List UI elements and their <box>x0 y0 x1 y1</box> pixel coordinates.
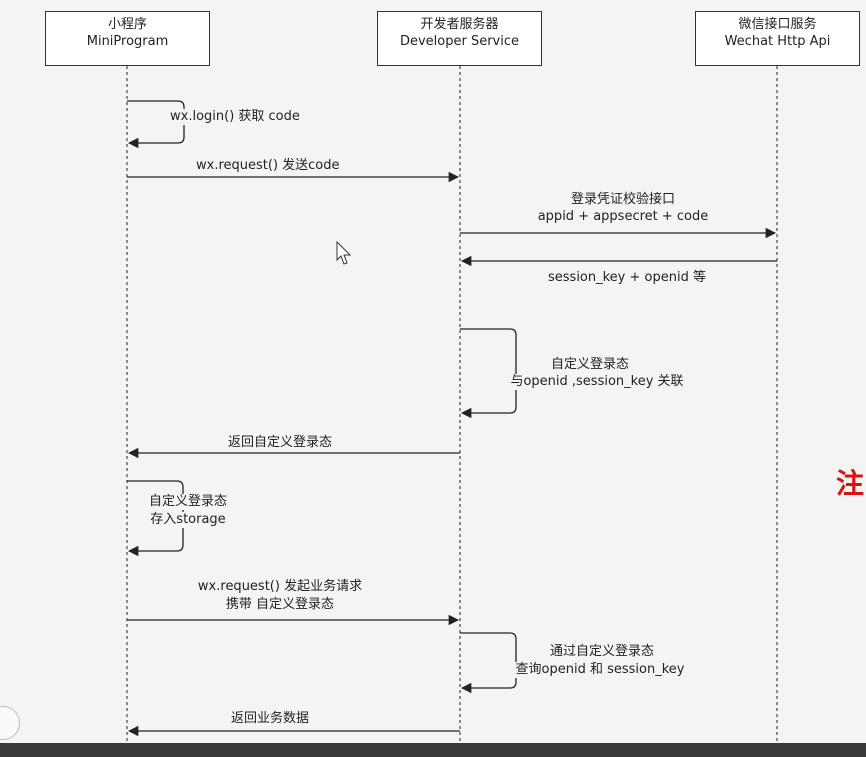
actor-wechat-subtitle: Wechat Http Api <box>724 34 831 49</box>
label-store-line2: 存入storage <box>138 512 238 528</box>
label-return-biz: 返回业务数据 <box>230 711 309 726</box>
label-request-code: wx.request() 发送code <box>196 158 340 173</box>
actor-miniprogram-name: 小程序 <box>107 17 147 32</box>
bottom-bar <box>0 743 866 757</box>
label-login: wx.login() 获取 code <box>168 109 302 125</box>
label-verify-line1: 登录凭证校验接口 <box>570 192 675 207</box>
mouse-cursor-icon <box>336 241 352 265</box>
arrow-custom-loop <box>460 328 517 419</box>
actor-wechat: 微信接口服务 Wechat Http Api <box>695 11 860 66</box>
label-store-line1: 自定义登录态 <box>138 494 238 510</box>
actor-developer: 开发者服务器 Developer Service <box>377 11 542 66</box>
actor-developer-subtitle: Developer Service <box>399 34 520 49</box>
label-query-line1: 通过自定义登录态 <box>549 644 654 659</box>
label-session-return: session_key + openid 等 <box>548 270 706 285</box>
label-biz-line1: wx.request() 发起业务请求 <box>197 579 363 594</box>
actor-miniprogram: 小程序 MiniProgram <box>45 11 210 66</box>
label-verify-line2: appid + appsecret + code <box>537 209 709 224</box>
actor-wechat-name: 微信接口服务 <box>738 17 817 32</box>
label-query-line2: 查询openid 和 session_key <box>495 662 705 678</box>
actor-miniprogram-subtitle: MiniProgram <box>86 34 169 49</box>
label-custom-line1: 自定义登录态 <box>550 357 629 372</box>
label-return-custom: 返回自定义登录态 <box>227 435 332 450</box>
label-custom-line2: 与openid ,session_key 关联 <box>497 374 697 390</box>
actor-developer-name: 开发者服务器 <box>420 17 499 32</box>
arrow-query-loop <box>460 632 517 694</box>
side-note: 注 <box>836 467 865 500</box>
label-biz-line2: 携带 自定义登录态 <box>225 597 335 612</box>
